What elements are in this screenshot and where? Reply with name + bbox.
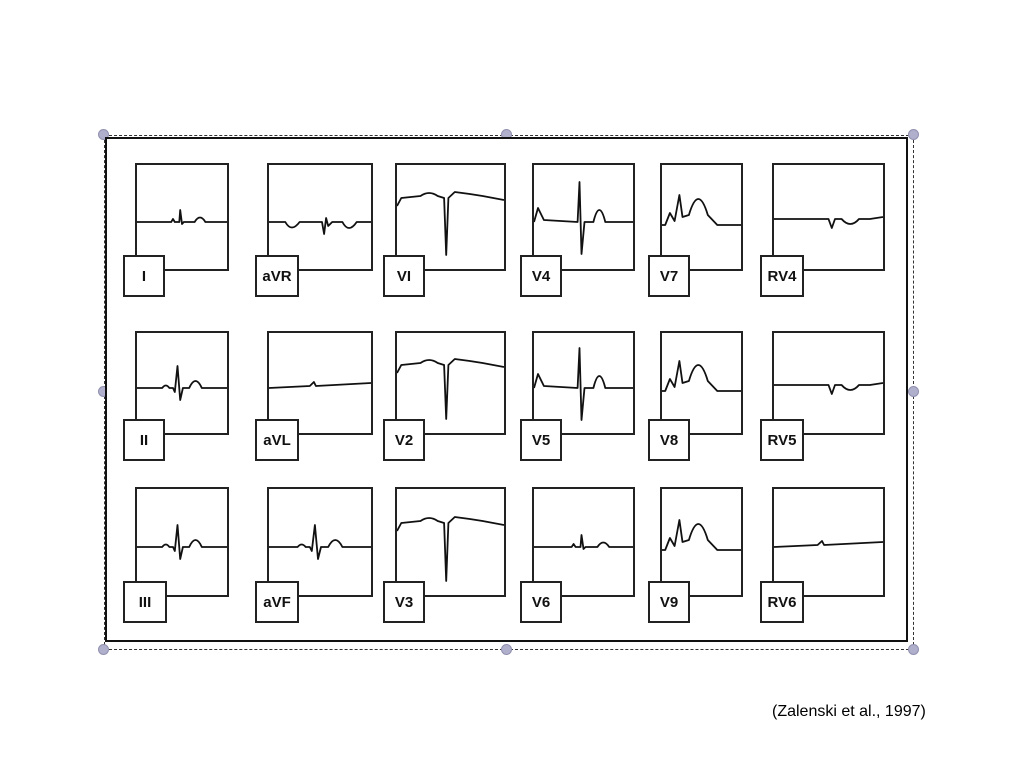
lead-label-i: I [123,255,165,297]
ecg-waveform [137,524,227,560]
lead-label-vi: VI [383,255,425,297]
ecg-trace-avf [269,524,371,560]
ecg-waveform [397,516,504,582]
ecg-panel-v5 [532,331,635,435]
ecg-waveform [269,381,371,389]
ecg-waveform [774,216,883,229]
lead-label-rv6: RV6 [760,581,804,623]
ecg-trace-v4 [534,181,633,255]
lead-label-v6: V6 [520,581,562,623]
lead-label-avr: aVR [255,255,299,297]
ecg-trace-rv4 [774,216,883,229]
resize-handle-bottom-right[interactable] [908,644,919,655]
lead-label-v2: V2 [383,419,425,461]
resize-handle-bottom-middle[interactable] [501,644,512,655]
ecg-waveform [662,194,741,226]
lead-label-rv4: RV4 [760,255,804,297]
ecg-panel-avr [267,163,373,271]
ecg-waveform [662,360,741,392]
ecg-trace-v8 [662,360,741,392]
ecg-panel-v3 [395,487,506,597]
ecg-waveform [397,358,504,420]
ecg-panel-v2 [395,331,506,435]
ecg-trace-rv6 [774,540,883,548]
resize-handle-top-right[interactable] [908,129,919,140]
ecg-waveform [397,191,504,256]
ecg-trace-v5 [534,347,633,421]
ecg-panel-vi [395,163,506,271]
resize-handle-middle-right[interactable] [908,386,919,397]
ecg-panel-rv5 [772,331,885,435]
ecg-waveform [269,524,371,560]
lead-label-avl: aVL [255,419,299,461]
ecg-trace-v3 [397,516,504,582]
ecg-waveform [269,217,371,235]
ecg-panel-iii [135,487,229,597]
lead-label-iii: III [123,581,167,623]
ecg-panel-rv4 [772,163,885,271]
lead-label-v7: V7 [648,255,690,297]
ecg-waveform [534,534,633,550]
ecg-panel-avl [267,331,373,435]
ecg-trace-vi [397,191,504,256]
lead-label-v8: V8 [648,419,690,461]
ecg-panel-avf [267,487,373,597]
ecg-trace-ii [137,365,227,401]
ecg-panel-i [135,163,229,271]
citation: (Zalenski et al., 1997) [772,703,926,720]
ecg-trace-v6 [534,534,633,550]
ecg-waveform [662,519,741,551]
lead-label-v5: V5 [520,419,562,461]
ecg-panel-v9 [660,487,743,597]
ecg-waveform [534,347,633,421]
lead-label-rv5: RV5 [760,419,804,461]
ecg-waveform [137,365,227,401]
ecg-trace-v7 [662,194,741,226]
lead-label-avf: aVF [255,581,299,623]
resize-handle-bottom-left[interactable] [98,644,109,655]
ecg-panel-v6 [532,487,635,597]
ecg-waveform [774,382,883,395]
lead-label-v9: V9 [648,581,690,623]
ecg-trace-v2 [397,358,504,420]
lead-label-v4: V4 [520,255,562,297]
ecg-trace-avl [269,381,371,389]
ecg-panel-v4 [532,163,635,271]
ecg-trace-iii [137,524,227,560]
ecg-trace-avr [269,217,371,235]
ecg-panel-v7 [660,163,743,271]
ecg-trace-v9 [662,519,741,551]
lead-label-ii: II [123,419,165,461]
ecg-waveform [774,540,883,548]
ecg-waveform [534,181,633,255]
resize-handle-top-left[interactable] [98,129,109,140]
ecg-panel-v8 [660,331,743,435]
ecg-waveform [137,209,227,225]
ecg-panel-rv6 [772,487,885,597]
lead-label-v3: V3 [383,581,425,623]
ecg-panel-ii [135,331,229,435]
ecg-trace-i [137,209,227,225]
ecg-trace-rv5 [774,382,883,395]
